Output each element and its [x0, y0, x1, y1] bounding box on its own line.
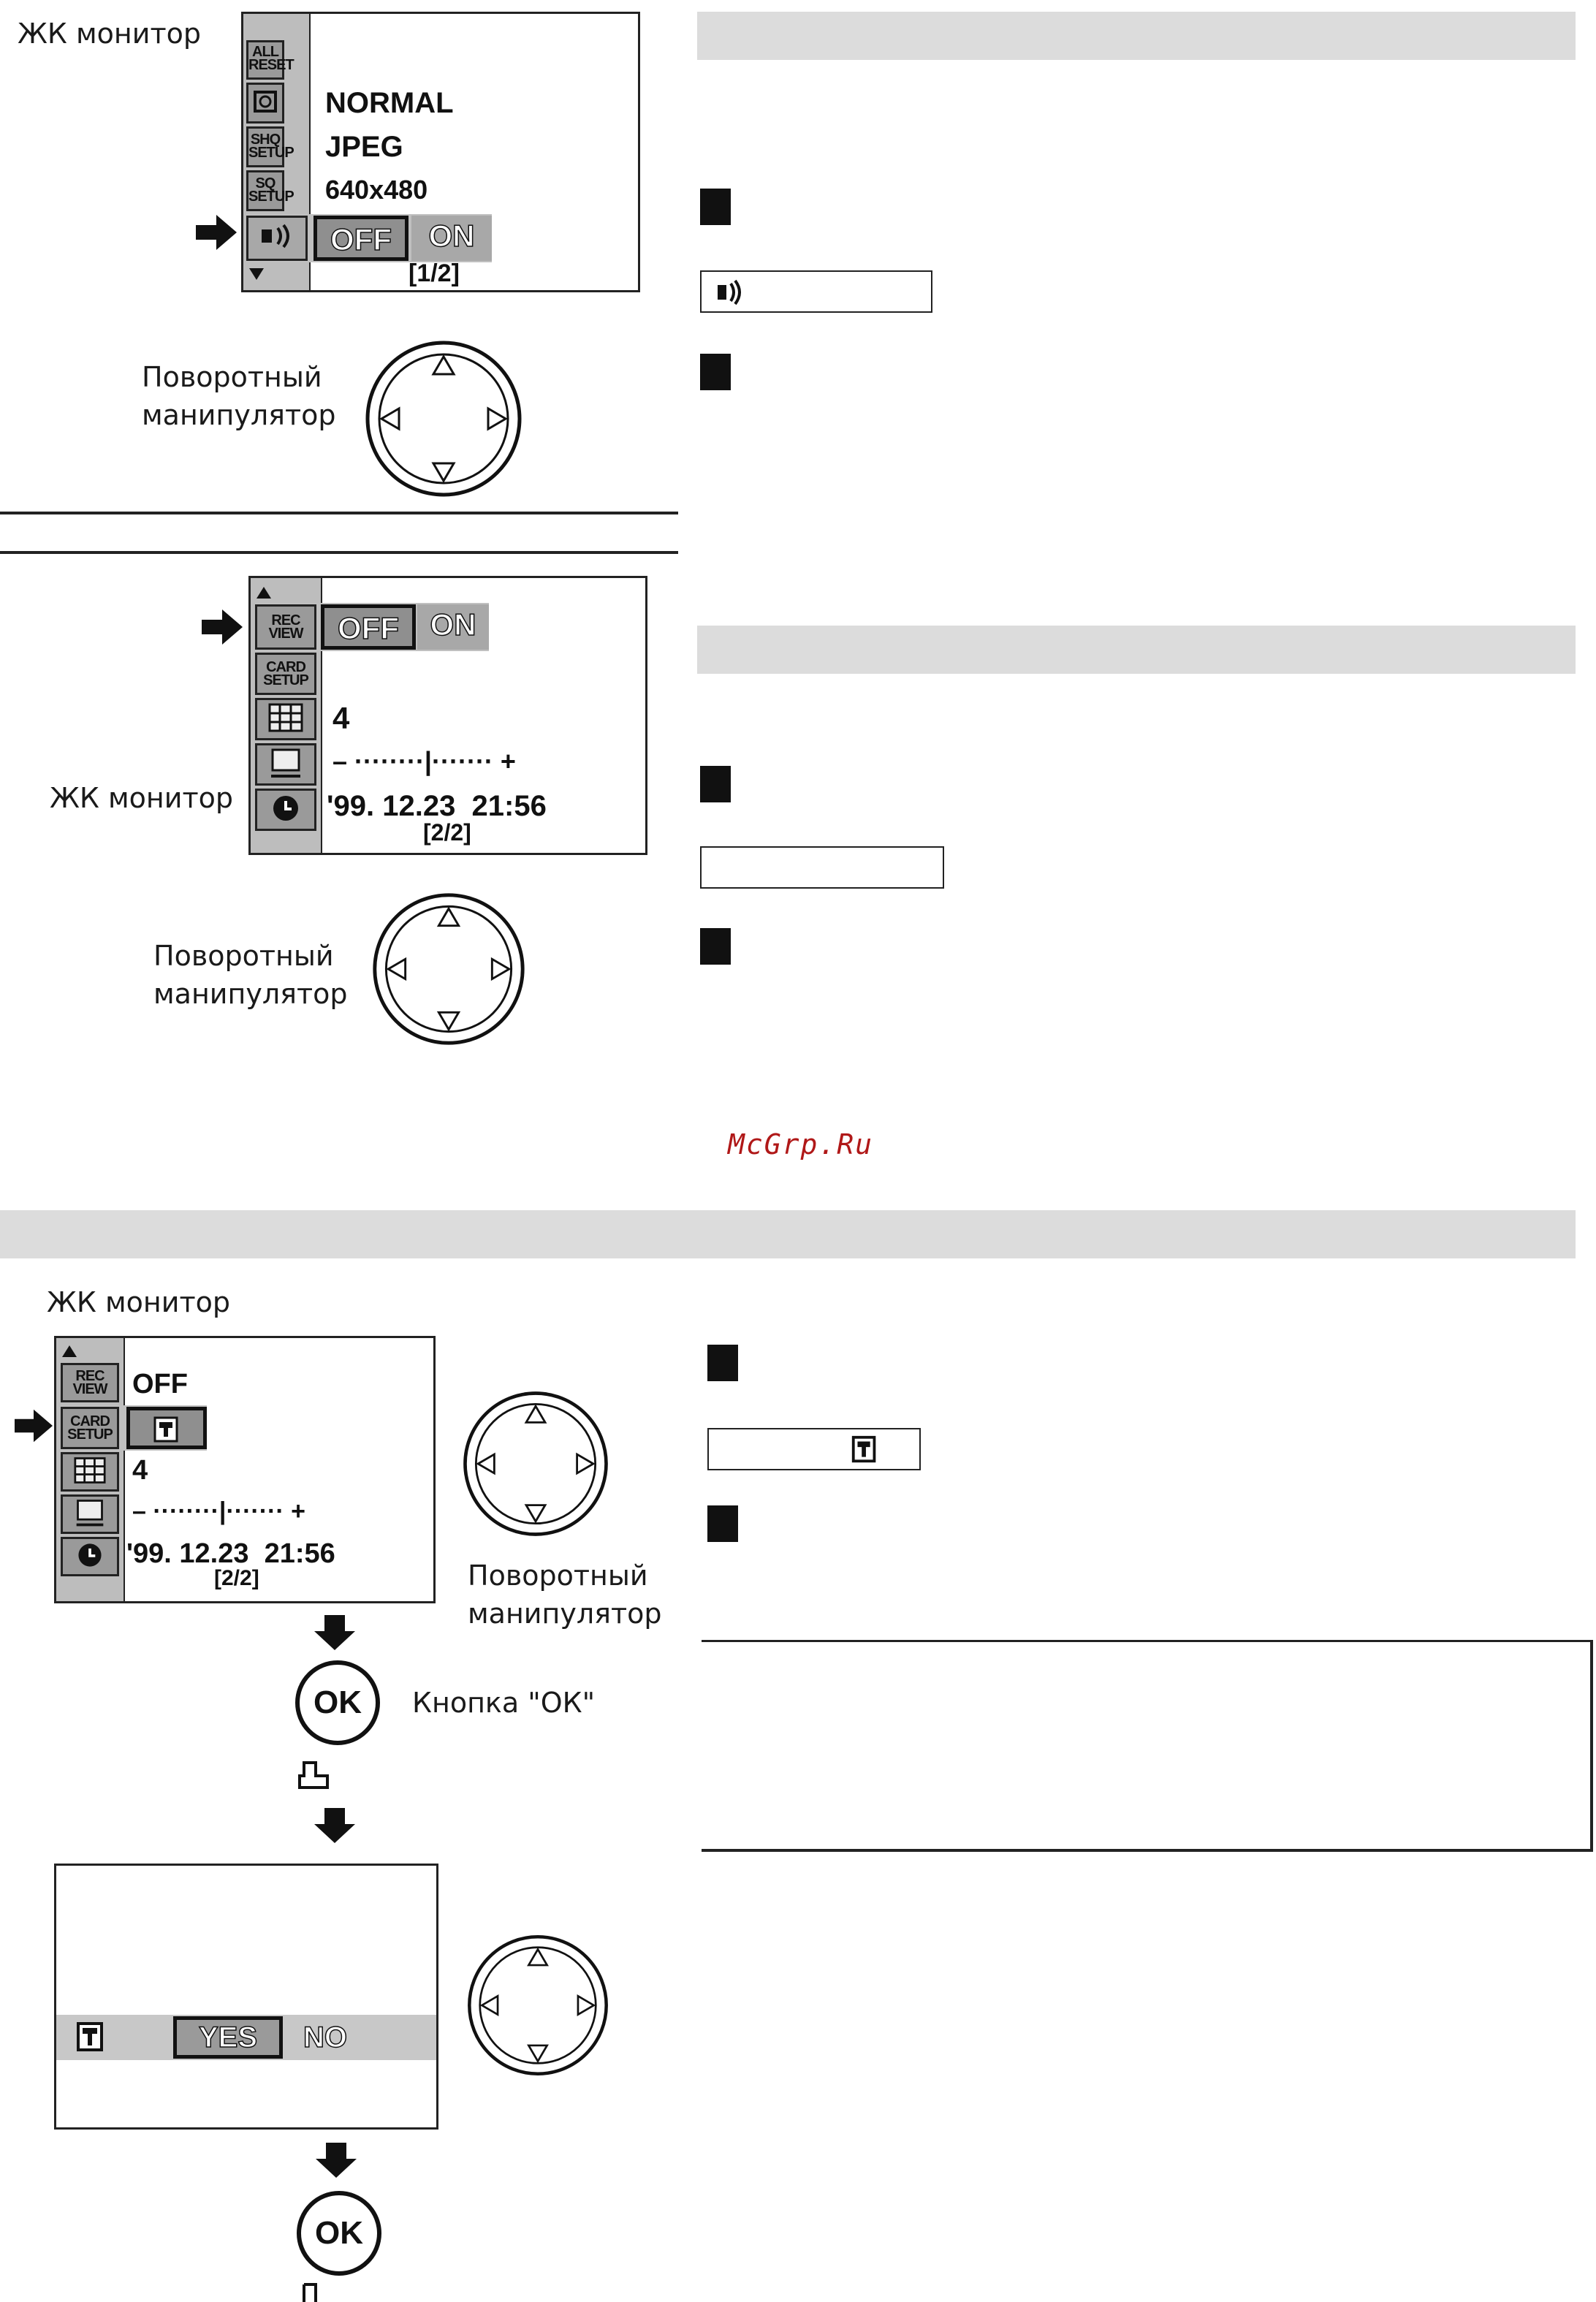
rotary-dial-icon-2	[373, 893, 525, 1045]
confirm-yes-button[interactable]: YES	[173, 2016, 283, 2059]
note-box	[702, 1640, 1593, 1852]
frames-grid-icon	[255, 698, 316, 740]
rotary-dial-label-2: Поворотный манипулятор	[153, 940, 348, 1010]
clock-icon	[255, 789, 316, 831]
page-indicator-2: [2/2]	[423, 819, 471, 846]
lcd-monitor-label-2: ЖК монитор	[50, 782, 233, 814]
rotary-dial-label-3: Поворотный манипулятор	[468, 1560, 662, 1630]
display-indicator-box-1	[700, 270, 932, 313]
scroll-down-icon	[249, 268, 264, 280]
confirm-no-button[interactable]: NO	[303, 2021, 348, 2054]
rotary-dial-icon-4	[468, 1935, 608, 2075]
resolution-value: 640x480	[325, 175, 428, 205]
camera-mode-icon	[246, 83, 284, 124]
ok-button-1[interactable]: OK	[295, 1660, 380, 1745]
page-indicator-3: [2/2]	[214, 1566, 259, 1590]
ok-button-2[interactable]: OK	[297, 2191, 381, 2276]
card-format-icon	[153, 1416, 178, 1443]
down-arrow-icon-2	[314, 1808, 355, 1843]
card-format-selected[interactable]	[126, 1407, 207, 1449]
rotary-dial-label-1: Поворотный манипулятор	[142, 361, 336, 431]
pointer-arrow-icon	[196, 215, 237, 250]
lcd-monitor-label-3: ЖК монитор	[47, 1286, 230, 1318]
rotary-dial-icon	[365, 341, 522, 497]
scroll-up-icon	[256, 587, 271, 599]
divider-2	[0, 551, 678, 554]
divider-1	[0, 512, 678, 514]
ok-button-label: Кнопка "ОК"	[412, 1687, 596, 1719]
lcd-monitor-label-1: ЖК монитор	[18, 18, 201, 50]
watermark: McGrp.Ru	[728, 1128, 874, 1161]
display-indicator-box-2	[700, 846, 944, 889]
format-value: JPEG	[325, 131, 403, 163]
card-write-icon-1	[298, 1761, 329, 1789]
clock-icon-3	[61, 1537, 119, 1576]
card-format-small-icon	[851, 1435, 876, 1463]
scroll-up-icon-3	[62, 1345, 77, 1357]
rec-view-off-selected[interactable]: OFF	[321, 604, 416, 650]
brightness-scale-3: – ········|······· +	[132, 1497, 306, 1525]
section-header-bar-2	[697, 626, 1576, 674]
speaker-small-icon	[718, 279, 741, 305]
rotary-dial-icon-3	[463, 1391, 608, 1536]
rec-view-on[interactable]: ON	[417, 604, 489, 650]
confirm-lcd-screen: YES NO	[54, 1864, 438, 2130]
step-marker-1	[700, 189, 731, 225]
frames-grid-icon-3	[61, 1452, 119, 1492]
pointer-arrow-icon-3	[15, 1409, 53, 1443]
date-time-value: '99. 12.23 21:56	[327, 790, 547, 822]
speaker-icon	[246, 216, 308, 261]
brightness-icon	[255, 743, 316, 786]
step-marker-5	[707, 1345, 738, 1381]
quality-value: NORMAL	[325, 87, 454, 119]
brightness-icon-3	[61, 1494, 119, 1534]
date-time-value-3: '99. 12.23 21:56	[126, 1538, 335, 1569]
down-arrow-icon-1	[314, 1615, 355, 1650]
frames-value: 4	[332, 701, 350, 735]
step-marker-2	[700, 354, 731, 390]
option-off-selected[interactable]: OFF	[314, 216, 408, 261]
step-marker-4	[700, 928, 731, 965]
option-on[interactable]: ON	[411, 216, 492, 261]
brightness-scale: – ········|······· +	[332, 746, 516, 776]
step-marker-3	[700, 766, 731, 802]
card-format-icon-2	[77, 2022, 103, 2051]
display-indicator-box-3	[707, 1428, 921, 1470]
section-header-bar-1	[697, 12, 1576, 60]
card-write-icon-2	[303, 2283, 317, 2302]
rec-view-value-3: OFF	[132, 1369, 188, 1399]
step-marker-6	[707, 1505, 738, 1542]
frames-value-3: 4	[132, 1455, 148, 1486]
pointer-arrow-icon-2	[202, 609, 243, 645]
page-indicator: [1/2]	[408, 259, 460, 287]
section-header-bar-3	[0, 1210, 1576, 1258]
down-arrow-icon-3	[316, 2143, 357, 2178]
